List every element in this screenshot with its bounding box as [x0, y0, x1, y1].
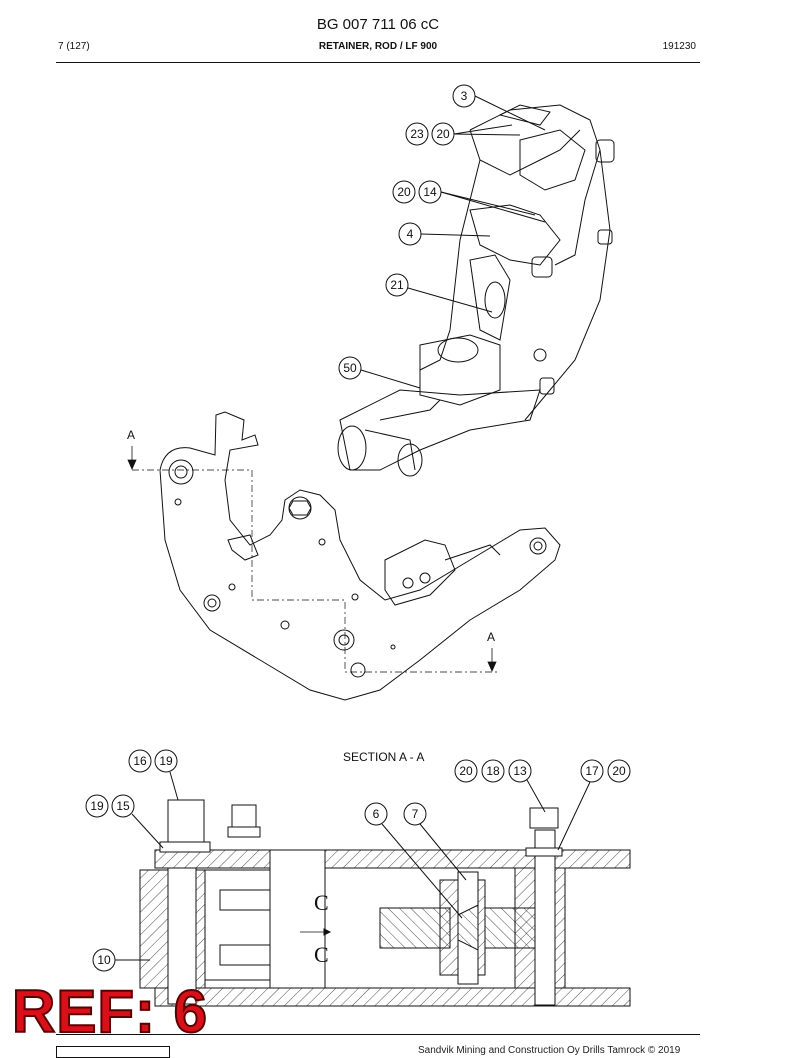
svg-text:50: 50: [343, 361, 357, 375]
section-view: C C: [139, 799, 631, 1007]
section-title: SECTION A - A: [343, 750, 425, 764]
page-number: 7 (127): [58, 41, 90, 52]
balloon-19a: 19: [154, 749, 179, 801]
svg-text:21: 21: [390, 278, 404, 292]
svg-text:20: 20: [612, 764, 626, 778]
balloon-20c: 20: [454, 759, 478, 783]
section-marker-bottom: A: [487, 630, 496, 644]
section-arrows: [127, 446, 497, 672]
svg-text:15: 15: [116, 799, 130, 813]
svg-text:20: 20: [397, 185, 411, 199]
svg-text:C: C: [314, 942, 329, 967]
footer-rule: [56, 1034, 700, 1035]
balloon-4: 4: [398, 222, 491, 246]
balloon-23: 23: [405, 122, 429, 146]
svg-text:23: 23: [410, 127, 424, 141]
balloon-3: 3: [452, 84, 546, 131]
svg-text:6: 6: [373, 807, 380, 821]
upper-assembly-view: [337, 104, 615, 477]
balloon-16: 16: [128, 749, 152, 773]
balloon-20a: 20: [431, 122, 521, 146]
svg-text:3: 3: [461, 89, 468, 103]
balloon-10: 10: [92, 948, 150, 972]
ref-stamp: REF: 6: [11, 978, 209, 1045]
revision-date: 191230: [662, 41, 696, 52]
balloon-7: 7: [403, 802, 467, 881]
balloon-18: 18: [481, 759, 505, 783]
balloon-6: 6: [364, 802, 463, 919]
footer-copyright: Sandvik Mining and Construction Oy Drill…: [418, 1045, 681, 1056]
svg-text:20: 20: [436, 127, 450, 141]
balloon-13: 13: [508, 759, 546, 813]
side-view: [159, 411, 561, 701]
part-title: RETAINER, ROD / LF 900: [318, 41, 438, 52]
svg-text:4: 4: [407, 227, 414, 241]
header-rule: [56, 62, 700, 63]
logo-box: [56, 1046, 170, 1058]
part-balloons: 3 23 20 20 14 4 21 50 16 19 19 15 20 18 …: [85, 84, 631, 972]
svg-text:7: 7: [412, 807, 419, 821]
svg-text:18: 18: [486, 764, 500, 778]
svg-text:10: 10: [97, 953, 111, 967]
svg-text:20: 20: [459, 764, 473, 778]
svg-text:14: 14: [423, 185, 437, 199]
svg-text:16: 16: [133, 754, 147, 768]
doc-number: BG 007 711 06 cC: [316, 16, 440, 33]
balloon-15: 15: [111, 794, 164, 849]
balloon-20b: 20: [392, 180, 416, 204]
svg-text:13: 13: [513, 764, 527, 778]
balloon-21: 21: [385, 273, 493, 313]
section-marker-top: A: [127, 428, 136, 442]
svg-text:17: 17: [585, 764, 599, 778]
balloon-19b: 19: [85, 794, 109, 818]
balloon-14: 14: [418, 180, 546, 223]
balloon-50: 50: [338, 356, 421, 389]
svg-text:19: 19: [90, 799, 104, 813]
svg-text:C: C: [314, 890, 329, 915]
balloon-20d: 20: [607, 759, 631, 783]
section-line: [132, 469, 498, 673]
balloon-17: 17: [557, 759, 604, 851]
svg-text:19: 19: [159, 754, 173, 768]
